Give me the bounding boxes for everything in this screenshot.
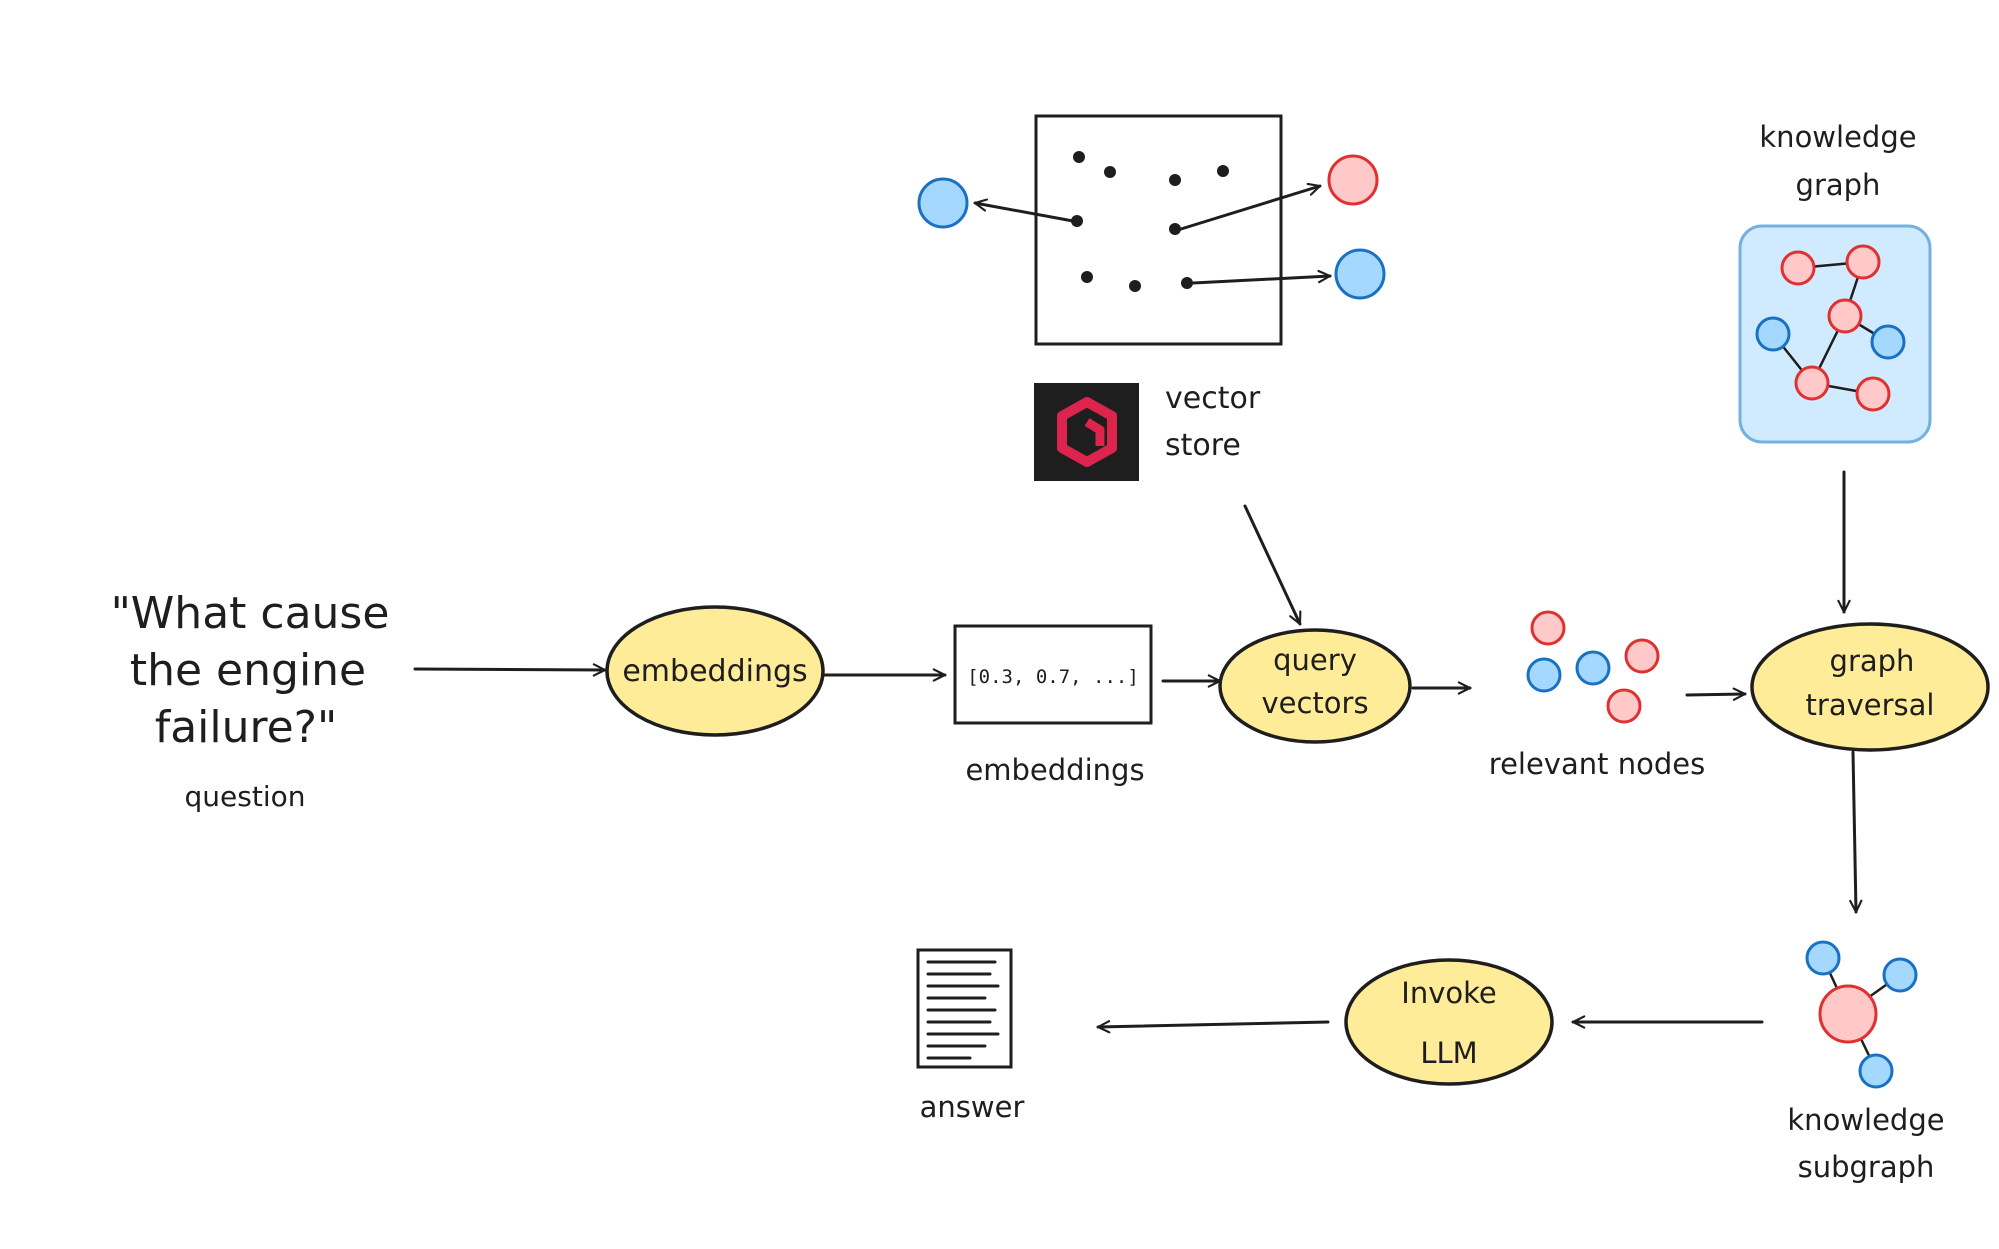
blue-node (1755, 316, 1791, 352)
graph-traversal-line-1: graph (1830, 644, 1915, 678)
query-vectors-line-1: query (1273, 643, 1357, 677)
blue-node (1526, 657, 1562, 693)
knowledge-subgraph-line-2: subgraph (1798, 1150, 1935, 1184)
red-node (1624, 638, 1660, 674)
knowledge-subgraph: knowledge subgraph (1787, 940, 1945, 1184)
red-node (1794, 365, 1830, 401)
arrow-llm-to-answer (1096, 1020, 1330, 1034)
document-icon (916, 948, 1013, 1069)
question-block: "What cause the engine failure?" questio… (111, 588, 390, 813)
relevant-nodes-cluster: relevant nodes (1489, 610, 1705, 781)
embeddings-step: embeddings (605, 605, 825, 737)
red-node (1780, 250, 1816, 286)
arrow-question-to-embeddings (413, 663, 607, 677)
knowledge-graph-panel (1738, 224, 1932, 444)
embeddings-step-label: embeddings (622, 654, 807, 689)
blue-node (1858, 1053, 1894, 1089)
question-line-1: "What cause (111, 588, 390, 639)
arrow-traversal-to-subgraph (1849, 750, 1863, 914)
knowledge-graph-label-line-1: knowledge (1759, 120, 1916, 154)
knowledge-graph-label-line-2: graph (1796, 168, 1881, 202)
graph-traversal-line-2: traversal (1806, 688, 1935, 722)
arrow-scatter-to-red-right (1179, 182, 1322, 231)
arrow-scatter-to-blue-left (973, 198, 1075, 223)
question-line-2: the engine (130, 645, 366, 696)
invoke-llm-line-2: LLM (1420, 1036, 1477, 1070)
query-vectors-step: query vectors (1218, 628, 1412, 744)
graph-traversal-step: graph traversal (1750, 622, 1990, 752)
blue-node (1575, 650, 1611, 686)
blue-node (1882, 957, 1918, 993)
vector-db-logo-icon (1034, 383, 1139, 481)
query-vectors-line-2: vectors (1261, 686, 1368, 720)
question-line-3: failure?" (155, 702, 338, 753)
red-node (1530, 610, 1566, 646)
red-node (1818, 984, 1878, 1044)
invoke-llm-line-1: Invoke (1401, 976, 1496, 1010)
invoke-llm-step: Invoke LLM (1344, 958, 1554, 1086)
embedding-vector-text: [0.3, 0.7, ...] (967, 666, 1139, 688)
knowledge-subgraph-line-1: knowledge (1787, 1103, 1944, 1137)
red-node (1845, 244, 1881, 280)
question-caption: question (185, 780, 306, 813)
red-node (1827, 298, 1863, 334)
arrow-nodes-to-traversal (1685, 687, 1747, 701)
vector-store-label-line-1: vector (1165, 381, 1261, 416)
embedding-vector-box: [0.3, 0.7, ...] embeddings (953, 624, 1153, 787)
answer-caption: answer (920, 1090, 1025, 1124)
arrow-scatter-to-blue-right (1191, 269, 1332, 285)
relevant-nodes-caption: relevant nodes (1489, 747, 1705, 781)
arrow-store-to-query (1243, 504, 1302, 626)
blue-node (1334, 248, 1386, 300)
vector-store-label-line-2: store (1165, 428, 1241, 463)
blue-node (1870, 324, 1906, 360)
vector-store-scatter (917, 114, 1386, 346)
blue-node (917, 177, 969, 229)
embedding-vector-caption: embeddings (965, 753, 1144, 787)
red-node (1606, 688, 1642, 724)
red-node (1855, 376, 1891, 412)
blue-node (1805, 940, 1841, 976)
red-node (1327, 154, 1379, 206)
